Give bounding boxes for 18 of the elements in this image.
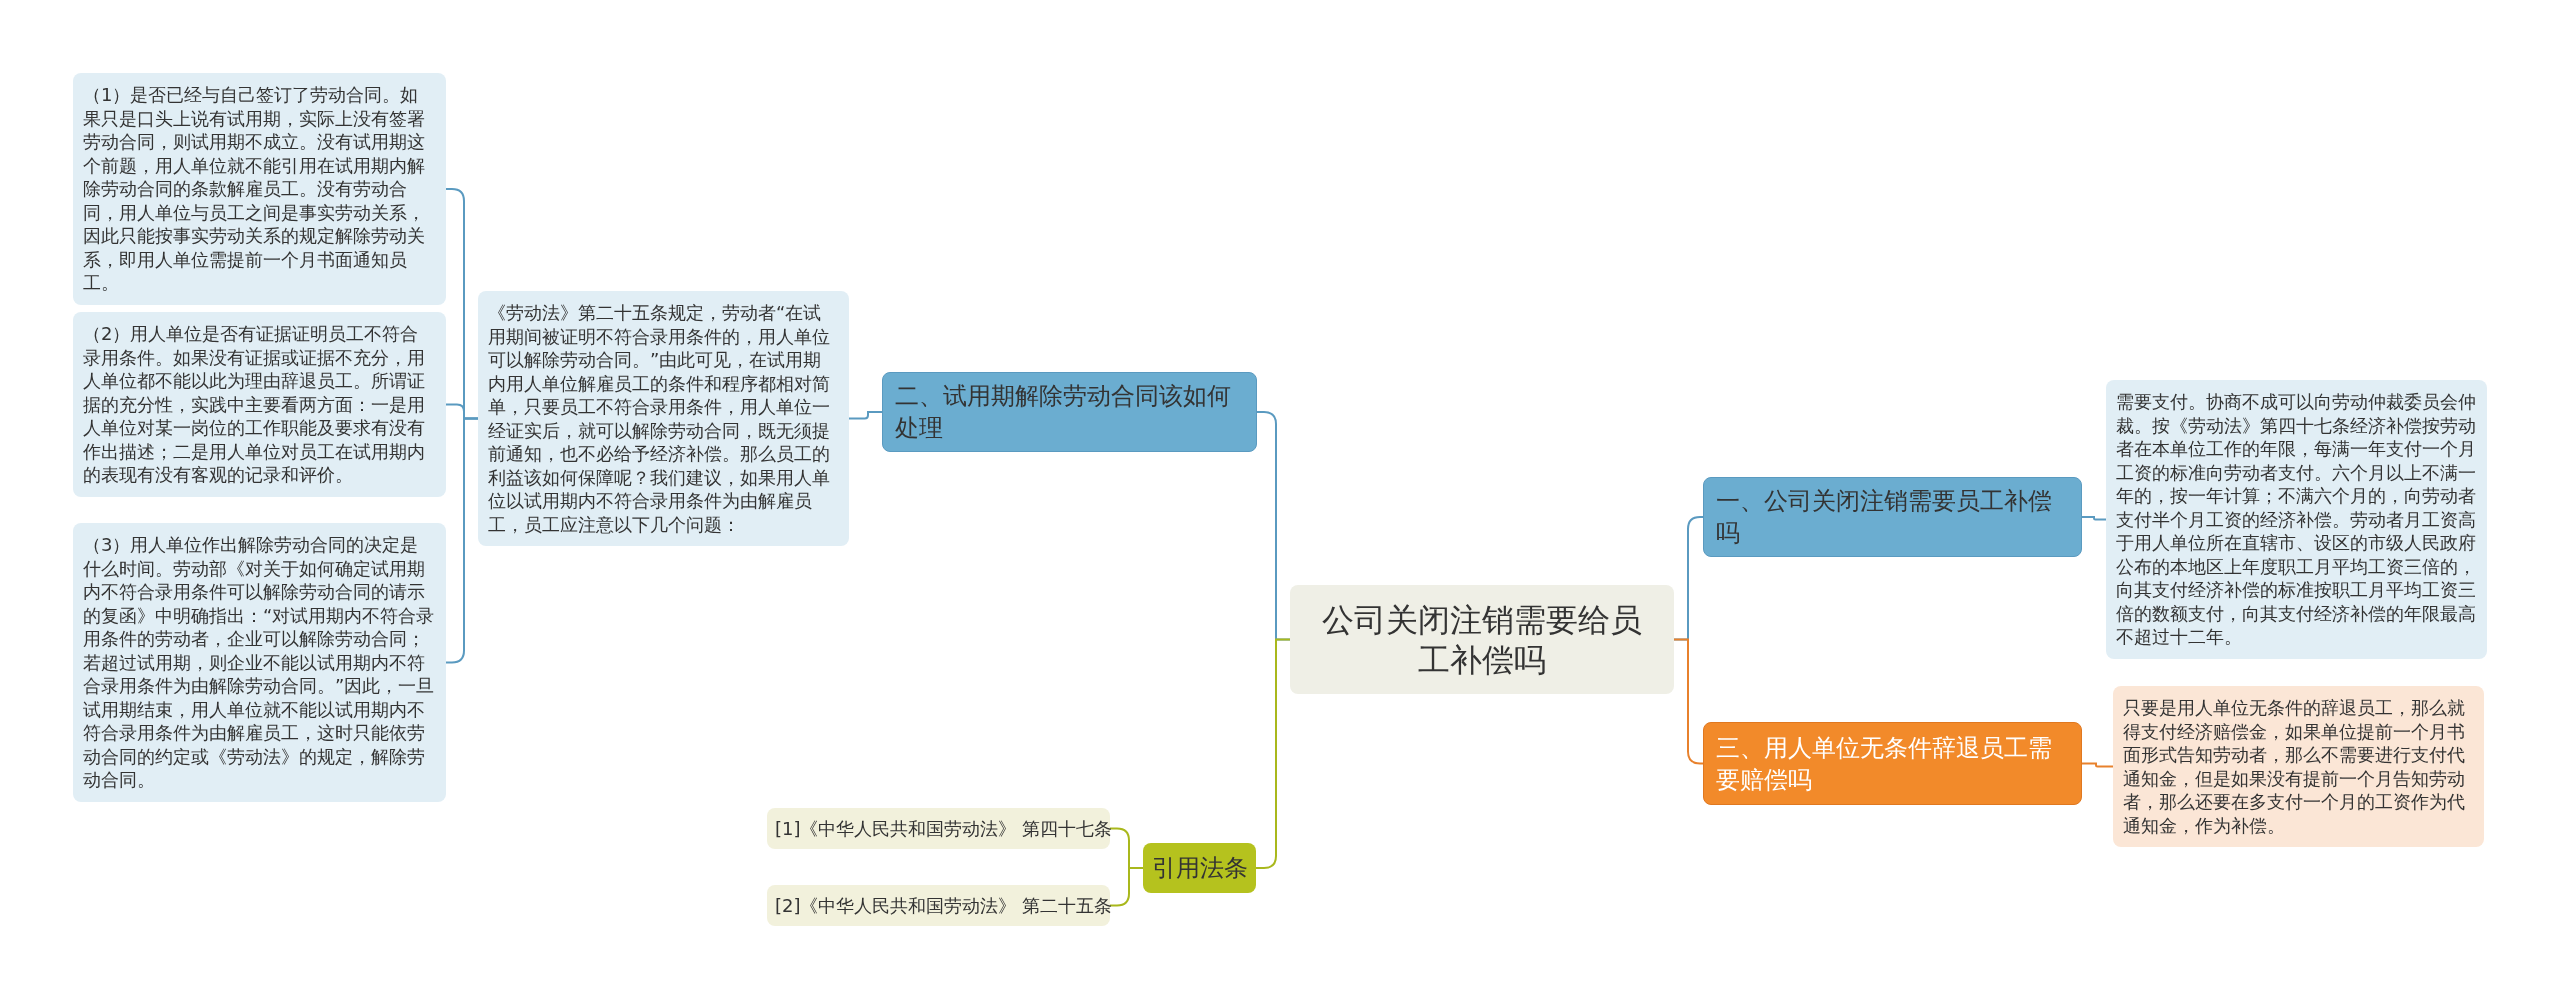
connector xyxy=(2081,516,2107,521)
connector xyxy=(2081,762,2114,768)
note-box: 《劳动法》第二十五条规定，劳动者“在试用期间被证明不符合录用条件的，用人单位可以解除劳动合同。”由此可见，在试用期内用人单位解雇员工的条件和程序都相对简单，只要员工不符合录用条件，用人单位一经证实后，就可以解除劳动合同，既无须提前通知，也不必给予经济补偿。那么员工的利益该如何保障呢？我们建议，如果用人单位以试用期内不符合录用条件为由解雇员工，员工应注意以下几个问题： xyxy=(478,291,849,546)
connector xyxy=(1255,638,1291,869)
branch-box: 二、试用期解除劳动合同该如何处理 xyxy=(882,372,1257,452)
connector xyxy=(1673,638,1704,765)
topic-box: 公司关闭注销需要给员工补偿吗 xyxy=(1290,585,1674,694)
connector xyxy=(848,411,883,420)
reference-box: [1]《中华人民共和国劳动法》 第四十七条 xyxy=(767,808,1110,849)
note-box: （3）用人单位作出解除劳动合同的决定是什么时间。劳动部《对关于如何确定试用期内不符合录用条件可以解除劳动合同的请示的复函》中明确指出：“对试用期内不符合录用条件的劳动者，企业可以解除劳动合同；若超过试用期，则企业不能以试用期内不符合录用条件为由解除劳动合同。”因此，一旦试用期结束，用人单位就不能以试用期内不符合录用条件为由解雇员工，这时只能依劳动合同的约定或《劳动法》的规定，解除劳动合同。 xyxy=(73,523,446,802)
reference-box: [2]《中华人民共和国劳动法》 第二十五条 xyxy=(767,885,1110,926)
note-box: 需要支付。协商不成可以向劳动仲裁委员会仲裁。按《劳动法》第四十七条经济补偿按劳动者在本单位工作的年限，每满一年支付一个月工资的标准向劳动者支付。六个月以上不满一年的，按一年计算；不满六个月的，向劳动者支付半个月工资的经济补偿。劳动者月工资高于用人单位所在直辖市、设区的市级人民政府公布的本地区上年度职工月平均工资三倍的，向其支付经济补偿的标准按职工月平均工资三倍的数额支付，向其支付经济补偿的年限最高不超过十二年。 xyxy=(2106,380,2487,659)
branch-box: 引用法条 xyxy=(1143,843,1256,893)
note-box: 只要是用人单位无条件的辞退员工，那么就得支付经济赔偿金，如果单位提前一个月书面形式告知劳动者，那么不需要进行支付代通知金，但是如果没有提前一个月告知劳动者，那么还要在多支付一个月的工资作为代通知金，作为补偿。 xyxy=(2113,686,2484,847)
note-box: （1）是否已经与自己签订了劳动合同。如果只是口头上说有试用期，实际上没有签署劳动合同，则试用期不成立。没有试用期这个前题，用人单位就不能引用在试用期内解除劳动合同的条款解雇员工。没有劳动合同，用人单位与员工之间是事实劳动关系，因此只能按事实劳动关系的规定解除劳动关系，即用人单位需提前一个月书面通知员工。 xyxy=(73,73,446,305)
branch-box: 一、公司关闭注销需要员工补偿吗 xyxy=(1703,477,2082,557)
branch-box: 三、用人单位无条件辞退员工需要赔偿吗 xyxy=(1703,722,2082,805)
note-box: （2）用人单位是否有证据证明员工不符合录用条件。如果没有证据或证据不充分，用人单位都不能以此为理由辞退员工。所谓证据的充分性，实践中主要看两方面：一是用人单位对某一岗位的工作职能及要求有没有作出描述；二是用人单位对员工在试用期内的表现有没有客观的记录和评价。 xyxy=(73,312,446,497)
